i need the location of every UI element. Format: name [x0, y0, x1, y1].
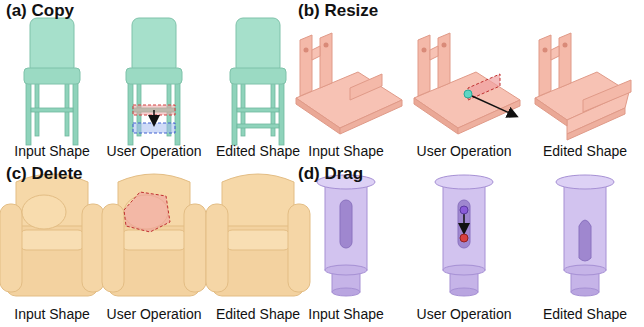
panel-caption: Input Shape: [308, 143, 384, 159]
panel-caption: Input Shape: [308, 306, 384, 322]
panel-title: (b) Resize: [298, 1, 378, 21]
panel-caption: Input Shape: [14, 143, 90, 159]
panel-title: (d) Drag: [298, 164, 363, 184]
panel-caption: Edited Shape: [543, 306, 627, 322]
panel-title: (a) Copy: [6, 1, 74, 21]
panel-caption: Edited Shape: [216, 143, 300, 159]
panel-caption: User Operation: [107, 306, 202, 322]
panel-title: (c) Delete: [6, 164, 83, 184]
panel-caption: Edited Shape: [543, 143, 627, 159]
panel-caption: User Operation: [417, 306, 512, 322]
panel-caption: User Operation: [417, 143, 512, 159]
panel-caption: User Operation: [107, 143, 202, 159]
panel-caption: Edited Shape: [216, 306, 300, 322]
panel-caption: Input Shape: [14, 306, 90, 322]
